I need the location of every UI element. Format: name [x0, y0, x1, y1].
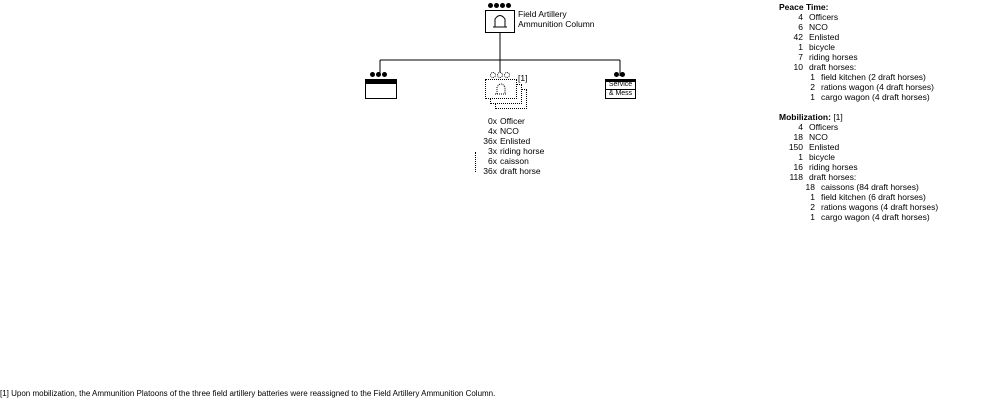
center-unit-symbol [485, 79, 517, 99]
mobilization-section: Mobilization: [1] 4 Officers 18 NCO 150 Enlis… [779, 112, 938, 222]
peace-time-label: rations wagon (4 draft horses) [821, 82, 934, 92]
mobilization-count: 18 [793, 132, 803, 142]
footnote: [1] Upon mobilization, the Ammunition Pl… [0, 389, 496, 398]
mobilization-count: 4 [798, 122, 803, 132]
mobilization-count: 150 [788, 142, 803, 152]
mobilization-count: 18 [805, 182, 815, 192]
peace-time-label: Enlisted [809, 32, 840, 42]
strength-label: draft horse [500, 166, 541, 176]
strength-label: Officer [500, 116, 525, 126]
mobilization-count: 2 [810, 202, 815, 212]
mobilization-label: cargo wagon (4 draft horses) [821, 212, 930, 222]
mobilization-row: 118 draft horses: [779, 172, 938, 182]
strength-label: NCO [500, 126, 519, 136]
center-unit-note: [1] [518, 73, 528, 83]
strength-bracket [475, 152, 476, 172]
service-label: Service [608, 81, 633, 88]
strength-count: 3x [488, 146, 497, 156]
peace-time-row: 1 cargo wagon (4 draft horses) [779, 92, 934, 102]
mobilization-label: NCO [809, 132, 828, 142]
peace-time-label: draft horses: [809, 62, 857, 72]
center-echelon-dots [490, 72, 510, 78]
mobilization-title: Mobilization: [779, 112, 831, 122]
peace-time-count: 6 [798, 22, 803, 32]
peace-time-row: 4 Officers [779, 12, 934, 22]
mobilization-label: Enlisted [809, 142, 840, 152]
peace-time-count: 1 [810, 72, 815, 82]
mobilization-label: riding horses [809, 162, 858, 172]
hq-title-line1: Field Artillery [518, 9, 567, 19]
peace-time-count: 4 [798, 12, 803, 22]
peace-time-title: Peace Time: [779, 2, 829, 12]
peace-time-row: 1 bicycle [779, 42, 934, 52]
strength-label: caisson [500, 156, 529, 166]
strength-label: Enlisted [500, 136, 531, 146]
mobilization-label: Officers [809, 122, 839, 132]
mobilization-row: 1 cargo wagon (4 draft horses) [779, 212, 938, 222]
hq-unit-symbol [485, 10, 515, 33]
mobilization-row: 1 bicycle [779, 152, 938, 162]
mobilization-row: 150 Enlisted [779, 142, 938, 152]
strength-count: 6x [488, 156, 497, 166]
peace-time-count: 42 [793, 32, 803, 42]
left-echelon-dots [370, 72, 387, 77]
mobilization-count: 16 [793, 162, 803, 172]
ammunition-column-icon [493, 15, 507, 28]
strength-count: 0x [488, 116, 497, 126]
mobilization-count: 1 [810, 212, 815, 222]
mobilization-label: caissons (84 draft horses) [821, 182, 919, 192]
peace-time-count: 1 [810, 92, 815, 102]
left-unit-symbol [365, 79, 397, 99]
strength-count: 36x [483, 166, 497, 176]
mobilization-count: 118 [789, 172, 803, 182]
peace-time-row: 7 riding horses [779, 52, 934, 62]
right-echelon-dots [614, 72, 625, 77]
peace-time-label: field kitchen (2 draft horses) [821, 72, 926, 82]
peace-time-row: 1 field kitchen (2 draft horses) [779, 72, 934, 82]
mobilization-label: field kitchen (6 draft horses) [821, 192, 926, 202]
service-mess-symbol: Service & Mess [605, 79, 636, 99]
ammunition-platoon-icon [495, 83, 507, 95]
mobilization-label: rations wagons (4 draft horses) [821, 202, 939, 212]
peace-time-label: bicycle [809, 42, 835, 52]
mobilization-row: 16 riding horses [779, 162, 938, 172]
mobilization-row: 1 field kitchen (6 draft horses) [779, 192, 938, 202]
mobilization-row: 18 NCO [779, 132, 938, 142]
mobilization-label: draft horses: [809, 172, 857, 182]
peace-time-row: 6 NCO [779, 22, 934, 32]
peace-time-label: cargo wagon (4 draft horses) [821, 92, 930, 102]
strength-count: 4x [488, 126, 497, 136]
mobilization-note: [1] [833, 112, 843, 122]
mobilization-row: 18 caissons (84 draft horses) [779, 182, 938, 192]
peace-time-row: 42 Enlisted [779, 32, 934, 42]
mobilization-count: 1 [810, 192, 815, 202]
peace-time-count: 2 [810, 82, 815, 92]
peace-time-count: 1 [798, 42, 803, 52]
peace-time-count: 7 [798, 52, 803, 62]
mobilization-label: bicycle [809, 152, 835, 162]
hq-title-line2: Ammunition Column [518, 19, 595, 29]
mess-label: & Mess [606, 89, 635, 98]
mobilization-count: 1 [798, 152, 803, 162]
peace-time-section: Peace Time: 4 Officers 6 NCO 42 Enlisted 1 bicy… [779, 2, 934, 102]
peace-time-row: 2 rations wagon (4 draft horses) [779, 82, 934, 92]
peace-time-label: riding horses [809, 52, 858, 62]
peace-time-count: 10 [793, 62, 803, 72]
strength-label: riding horse [500, 146, 545, 156]
mobilization-row: 2 rations wagons (4 draft horses) [779, 202, 938, 212]
peace-time-row: 10 draft horses: [779, 62, 934, 72]
strength-count: 36x [483, 136, 497, 146]
peace-time-label: NCO [809, 22, 828, 32]
hq-echelon-dots [488, 3, 511, 8]
peace-time-label: Officers [809, 12, 839, 22]
mobilization-row: 4 Officers [779, 122, 938, 132]
